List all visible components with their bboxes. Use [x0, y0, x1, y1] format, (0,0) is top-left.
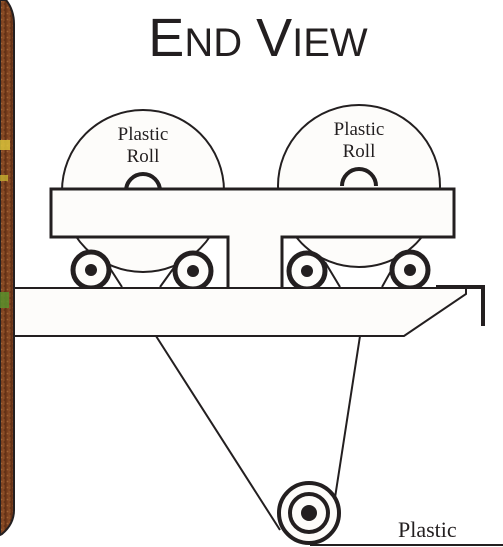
roll-right-label-line1: Plastic [334, 119, 385, 140]
plastic-roll-right: Plastic Roll [278, 105, 440, 267]
title-initial-e: E [148, 8, 184, 68]
bottom-roller-icon [279, 483, 339, 543]
wheel-icon-4 [392, 252, 428, 288]
title-part-nd: ND [184, 21, 242, 65]
photo-strip [0, 0, 14, 535]
wheel-icon-1 [73, 252, 109, 288]
roll-left-label-line2: Roll [127, 146, 160, 167]
wheel-icon-2 [175, 253, 211, 289]
trailer-deck [14, 288, 466, 336]
roll-right-label-line2: Roll [343, 141, 376, 162]
title-part-iew: IEW [292, 21, 368, 65]
wheel-icon-3 [289, 253, 325, 289]
title-initial-v: V [256, 8, 292, 68]
roll-left-label-line1: Plastic [118, 124, 169, 145]
title: END VIEW [148, 8, 368, 68]
plastic-label: Plastic [398, 517, 457, 542]
